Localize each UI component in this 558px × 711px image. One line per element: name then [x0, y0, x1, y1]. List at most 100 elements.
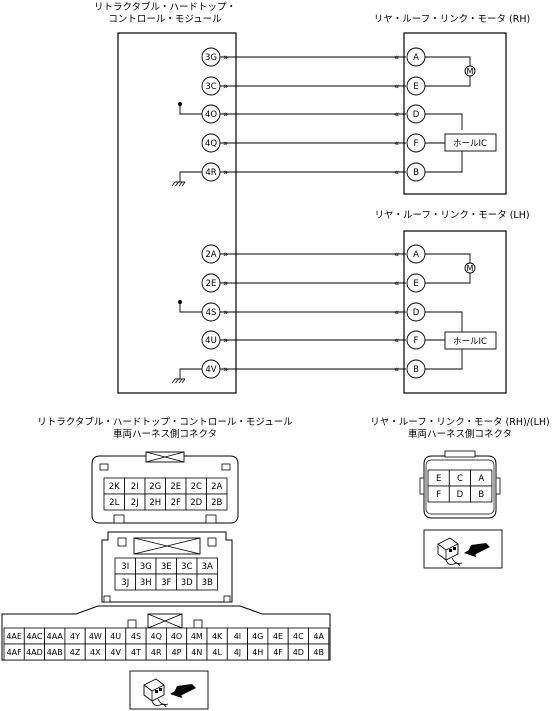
- connector-cell-label: 3A: [202, 562, 213, 572]
- module-pin-arrow: »: [223, 53, 228, 63]
- wire-lh-5: 4V » « B: [201, 359, 426, 379]
- module-pin-circle: [201, 244, 221, 264]
- connector-cell-label: 4B: [313, 648, 324, 657]
- connector-cell-label: 4F: [273, 648, 283, 657]
- connector-cell-label: 4A: [313, 632, 324, 641]
- wire-lh-2: 2E » « E: [201, 273, 426, 293]
- motor-connector-title-line2: 車両ハーネス側コネクタ: [408, 428, 512, 440]
- connector-cell-label: 2A: [211, 482, 222, 492]
- connector-cell-label: 2E: [170, 482, 181, 492]
- connector-cell-label: 2B: [211, 498, 222, 508]
- motor-pin-label: D: [413, 308, 420, 318]
- module-pin-circle: [201, 330, 221, 350]
- connector-cell-label: 4D: [293, 648, 304, 657]
- motor-pin-label: E: [413, 279, 418, 289]
- connector-cell-label: 2J: [131, 498, 139, 508]
- wire-rh-5: 4R » « B: [201, 162, 426, 182]
- module-pin-label: 3C: [205, 82, 216, 92]
- module-pin-circle: [201, 47, 221, 67]
- module-title-line1: リトラクタブル・ハードトップ・: [94, 1, 236, 13]
- connector-cell-label: 4Y: [70, 632, 80, 641]
- wire-lh-4: 4U » « F: [201, 330, 426, 350]
- module-pin-arrow: »: [223, 279, 228, 289]
- module-pin-label: 4S: [206, 308, 217, 318]
- module-pin-arrow: »: [223, 308, 228, 318]
- module-pin-label: 4Q: [205, 139, 217, 149]
- module-pin-label: 2A: [205, 250, 216, 260]
- wire-group-rh: 3G » « A 3C » « E 4O » « D 4Q: [201, 47, 426, 182]
- connector-cell-label: 3B: [202, 578, 213, 588]
- module-pin-arrow: »: [223, 139, 228, 149]
- connector-cell-label: 3I: [121, 562, 129, 572]
- module-title-line2: コントロール・モジュール: [108, 14, 222, 25]
- motor-pin-arrow: «: [394, 110, 399, 120]
- module-pin-label: 4U: [205, 336, 217, 346]
- module-pin-label: 3G: [205, 53, 217, 63]
- wire-rh-4: 4Q » « F: [201, 133, 426, 153]
- module-pin-label: 4R: [205, 168, 216, 178]
- connector-cell: [308, 643, 330, 661]
- motor-pin-arrow: «: [394, 308, 399, 318]
- module-pin-arrow: »: [223, 250, 228, 260]
- motor-lh-symbol-label: M: [467, 264, 474, 273]
- motor-pin-arrow: «: [394, 250, 399, 260]
- connector-cell-label: 2H: [149, 498, 161, 508]
- module-connector-title-line2: 車両ハーネス側コネクタ: [113, 428, 217, 440]
- connector-cell-label: 3G: [140, 562, 152, 572]
- connector-cell-label: 4O: [171, 632, 182, 641]
- connector-cell-label: 4AB: [47, 648, 63, 657]
- connector-cell-label: C: [457, 474, 463, 484]
- wire-rh-1: 3G » « A: [201, 47, 426, 67]
- connector-cell-label: 4AF: [7, 648, 23, 657]
- connector-cell-label: 4T: [131, 648, 141, 657]
- module-internal-rh: [178, 102, 202, 176]
- connector-cell: [470, 485, 493, 503]
- connector-cell-label: 4W: [89, 632, 102, 641]
- motor-connector-title-line1: リヤ・ルーフ・リンク・モータ (RH)/(LH): [370, 417, 549, 428]
- connector-cell-label: F: [436, 490, 441, 500]
- module-pin-arrow: »: [223, 82, 228, 92]
- connector-cell-label: 4H: [252, 648, 263, 657]
- connector-cell-label: 3C: [181, 562, 192, 572]
- connector-cell-label: 2I: [131, 482, 139, 492]
- motor-pin-label: A: [413, 250, 419, 260]
- module-pin-label: 4V: [205, 365, 216, 375]
- motor-pin-label: D: [413, 110, 420, 120]
- motor-pin-label: E: [413, 82, 418, 92]
- connector-cell-label: 4S: [131, 632, 141, 641]
- motor-pin-arrow: «: [394, 82, 399, 92]
- connector-cell-label: D: [457, 490, 464, 500]
- connector-cell-label: 2D: [190, 498, 202, 508]
- connector-cell-label: 4AA: [47, 632, 64, 641]
- connector-cell-label: 2F: [171, 498, 181, 508]
- motor-pin-arrow: «: [394, 168, 399, 178]
- connector-cell-label: 4C: [293, 632, 304, 641]
- motor-pin-arrow: «: [394, 336, 399, 346]
- connector-cell-label: 2L: [109, 498, 119, 508]
- connector-cell: [196, 573, 218, 591]
- motor-lh-internal: [425, 253, 497, 370]
- connector-cell-label: 4G: [252, 632, 263, 641]
- connector-cell-label: 4P: [172, 648, 182, 657]
- connector-cell-label: 4J: [234, 648, 241, 657]
- module-pin-arrow: »: [223, 168, 228, 178]
- view-direction-icon: [129, 670, 209, 710]
- connector-cell-label: 4E: [273, 632, 283, 641]
- motor-pin-arrow: «: [394, 365, 399, 375]
- motor-pin-arrow: «: [394, 53, 399, 63]
- connector-cell-label: 3F: [161, 578, 171, 588]
- connector-cell-label: 4AE: [6, 632, 22, 641]
- module-pin-circle: [201, 76, 221, 96]
- connector-cell-label: B: [478, 490, 484, 500]
- motor-pin-label: A: [413, 53, 419, 63]
- motor-pin-label: B: [413, 168, 419, 178]
- connector-cell-label: 2C: [191, 482, 202, 492]
- connector-cell-label: 4U: [110, 632, 121, 641]
- module-pin-label: 4O: [205, 110, 217, 120]
- connector-cell-label: 4R: [151, 648, 162, 657]
- hall-ic-rh-label: ホールIC: [453, 139, 487, 149]
- connector-cell-label: 3J: [121, 578, 129, 588]
- motor-pin-label: F: [414, 139, 419, 149]
